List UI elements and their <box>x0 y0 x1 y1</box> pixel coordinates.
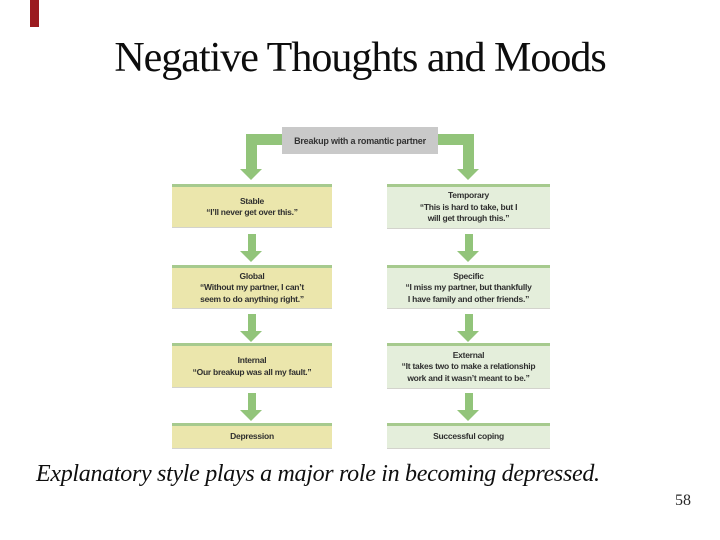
right-elbow-horizontal-bar <box>438 134 474 145</box>
down-arrow-icon <box>240 314 263 342</box>
root-box-label: Breakup with a romantic partner <box>294 135 426 146</box>
slide-title: Negative Thoughts and Moods <box>114 35 606 81</box>
box-specific-quote: “I miss my partner, but thankfully I hav… <box>405 282 532 304</box>
down-arrow-icon <box>457 393 480 421</box>
box-depression-label: Depression <box>230 431 274 442</box>
box-successful-coping-label: Successful coping <box>433 431 504 442</box>
box-temporary-quote: “This is hard to take, but I will get th… <box>419 201 518 224</box>
box-successful-coping-outcome: Successful coping <box>387 423 550 449</box>
slide-caption: Explanatory style plays a major role in … <box>36 461 600 487</box>
right-elbow-vertical-bar <box>463 134 474 170</box>
box-depression-outcome: Depression <box>172 423 332 449</box>
box-specific-title: Specific <box>453 270 484 281</box>
box-external-quote: “It takes two to make a relationship wor… <box>401 361 536 383</box>
box-internal-title: Internal <box>237 355 267 366</box>
down-arrow-icon <box>457 234 480 262</box>
box-temporary-title: Temporary <box>447 190 490 201</box>
left-elbow-horizontal-bar <box>246 134 282 145</box>
slide-accent-bar <box>30 0 39 27</box>
box-global: Global “Without my partner, I can’t seem… <box>172 265 332 309</box>
flowchart-root-box: Breakup with a romantic partner <box>282 127 438 154</box>
box-stable-title: Stable <box>239 195 264 206</box>
down-arrow-icon <box>240 393 263 421</box>
page-number: 58 <box>675 492 691 509</box>
box-global-quote: “Without my partner, I can’t seem to do … <box>200 282 304 304</box>
box-external-title: External <box>452 349 485 360</box>
box-specific: Specific “I miss my partner, but thankfu… <box>387 265 550 309</box>
right-elbow-arrowhead-icon <box>457 169 479 180</box>
box-stable: Stable “I’ll never get over this.” <box>172 184 332 228</box>
left-elbow-vertical-bar <box>246 134 257 170</box>
left-elbow-arrowhead-icon <box>240 169 262 180</box>
box-internal: Internal “Our breakup was all my fault.” <box>172 343 332 388</box>
down-arrow-icon <box>457 314 480 342</box>
box-internal-quote: “Our breakup was all my fault.” <box>192 366 312 377</box>
box-global-title: Global <box>239 270 265 281</box>
box-stable-quote: “I’ll never get over this.” <box>206 207 298 217</box>
box-temporary: Temporary “This is hard to take, but I w… <box>387 184 550 229</box>
down-arrow-icon <box>240 234 263 262</box>
box-external: External “It takes two to make a relatio… <box>387 343 550 389</box>
